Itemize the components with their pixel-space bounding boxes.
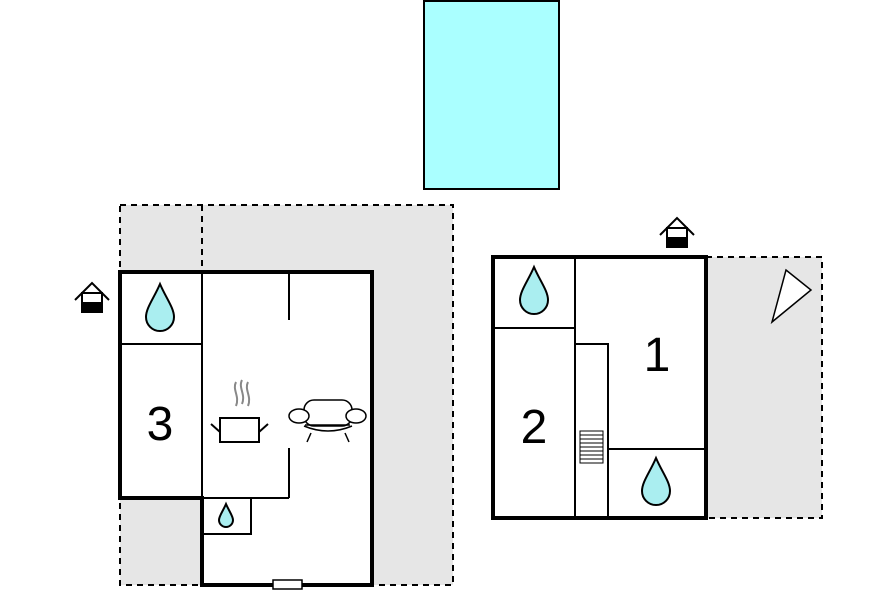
pool — [423, 0, 560, 190]
room-1-number: 1 — [644, 329, 671, 382]
water-drop-icon — [217, 501, 235, 528]
terrace-right — [705, 256, 823, 519]
entrance-house-icon — [74, 281, 110, 313]
front-door — [272, 579, 303, 590]
left-building-outline — [118, 270, 374, 587]
right-corridor — [574, 343, 609, 519]
water-drop-icon — [518, 264, 550, 315]
kitchen-pot-icon — [210, 379, 269, 443]
stairs-icon — [579, 430, 604, 464]
sofa-icon — [288, 399, 367, 443]
water-drop-icon — [640, 455, 672, 506]
small-wc — [201, 497, 252, 535]
room-2-number: 2 — [521, 401, 548, 454]
water-drop-icon — [144, 281, 176, 332]
entrance-house-icon — [659, 216, 695, 248]
pointer-icon — [770, 268, 813, 325]
room-3-number: 3 — [147, 398, 174, 451]
